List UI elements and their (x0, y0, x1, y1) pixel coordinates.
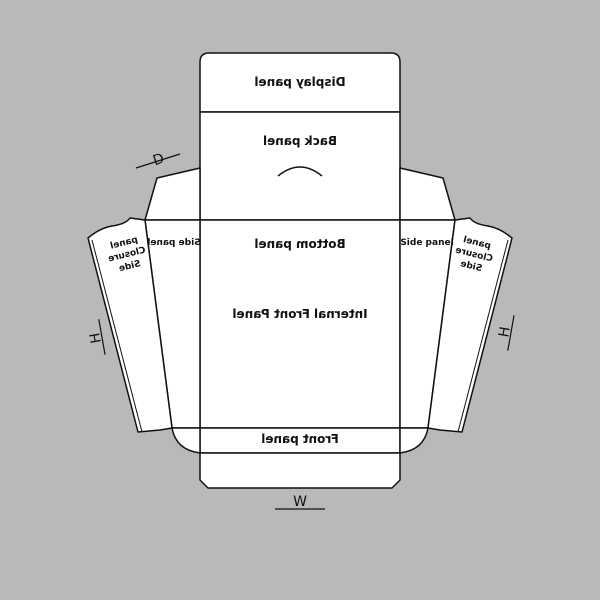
display-panel (199, 52, 401, 113)
closure-left-fold (91, 239, 143, 433)
side-panel-right-label: Side panel (400, 238, 453, 248)
width-label: W (293, 494, 307, 510)
left-dust-flap (144, 167, 201, 221)
back-panel (199, 111, 401, 221)
side-panel-left-label: Side panel (147, 238, 200, 248)
closure-side-panel-right (427, 217, 513, 433)
front-panel-label: Front panel (261, 432, 339, 446)
front-panel-tuck-flap (199, 452, 401, 489)
bottom-panel-label: Bottom panel (254, 237, 345, 251)
width-dimension: W (275, 494, 325, 510)
right-dust-flap (399, 167, 456, 221)
thumb-notch-arc (277, 166, 323, 177)
back-panel-label: Back panel (263, 134, 337, 148)
main-strip (199, 52, 401, 489)
closure-side-panel-left (87, 217, 173, 433)
right-assembly (399, 167, 513, 454)
display-panel-label: Display panel (254, 75, 345, 89)
height-left-dimension: H (87, 319, 106, 355)
closure-right-fold (457, 239, 509, 433)
left-corner-flap (171, 427, 201, 454)
depth-label: D (151, 151, 166, 170)
bottom-panel (199, 219, 401, 429)
internal-front-panel-label: Internal Front Panel (232, 307, 367, 321)
height-right-dimension: H (496, 315, 515, 351)
left-assembly (87, 167, 201, 454)
depth-dimension: D (135, 151, 181, 170)
right-corner-flap (399, 427, 429, 454)
height-left-label: H (87, 331, 105, 344)
height-right-label: H (496, 325, 514, 338)
